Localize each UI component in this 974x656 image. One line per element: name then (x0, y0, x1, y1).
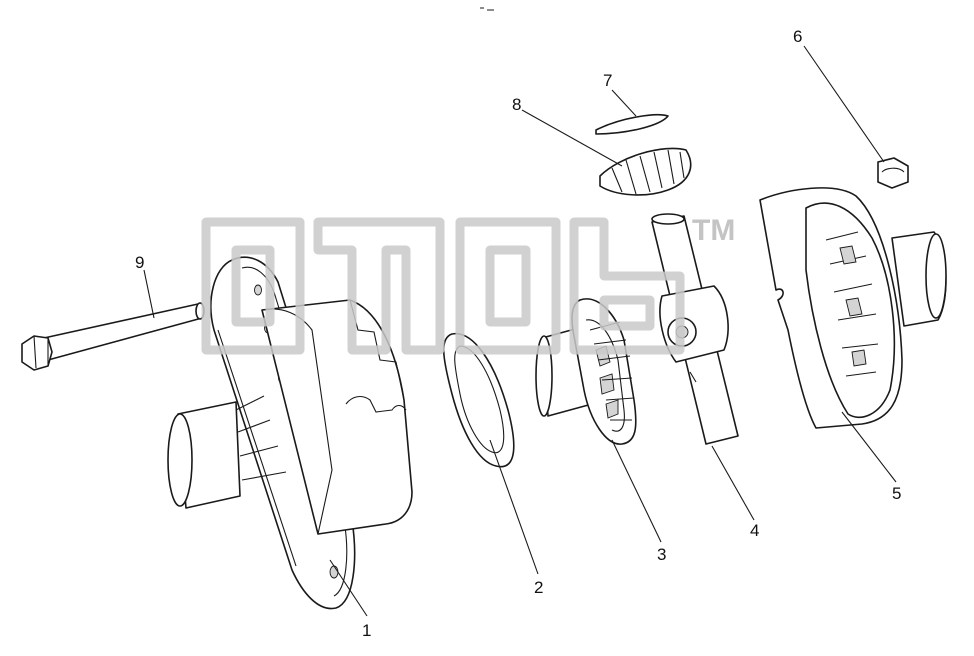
part-8-small-gear (599, 147, 692, 196)
leader-6 (803, 45, 885, 163)
callout-6: 6 (793, 27, 802, 46)
callout-7: 7 (603, 71, 612, 90)
callout-2: 2 (534, 578, 543, 597)
part-4-cross-shaft (651, 213, 739, 445)
callout-labels: 1 2 3 4 5 6 7 8 9 (135, 27, 901, 640)
watermark-trademark: TM (692, 214, 735, 247)
callout-3: 3 (657, 545, 666, 564)
leader-4 (711, 445, 755, 521)
callout-4: 4 (750, 521, 759, 540)
leader-5 (841, 411, 897, 483)
leader-2 (489, 439, 539, 575)
callout-9: 9 (135, 253, 144, 272)
part-3-bevel-gear (535, 298, 637, 445)
callout-8: 8 (512, 95, 521, 114)
callout-1: 1 (362, 621, 371, 640)
part-2-gasket (442, 332, 515, 468)
leader-9 (143, 269, 155, 319)
leader-8 (521, 109, 623, 167)
scan-mark (480, 7, 494, 11)
part-1-housing (167, 256, 413, 610)
part-9-bolt (21, 302, 205, 371)
callout-5: 5 (892, 484, 901, 503)
leader-3 (611, 439, 662, 543)
leader-lines (143, 45, 897, 617)
leader-7 (611, 89, 637, 117)
part-7-washer (595, 113, 669, 135)
part-5-cover (759, 187, 947, 429)
leader-1 (329, 559, 368, 617)
watermark: TM (201, 214, 735, 355)
part-6-nut (877, 157, 909, 189)
